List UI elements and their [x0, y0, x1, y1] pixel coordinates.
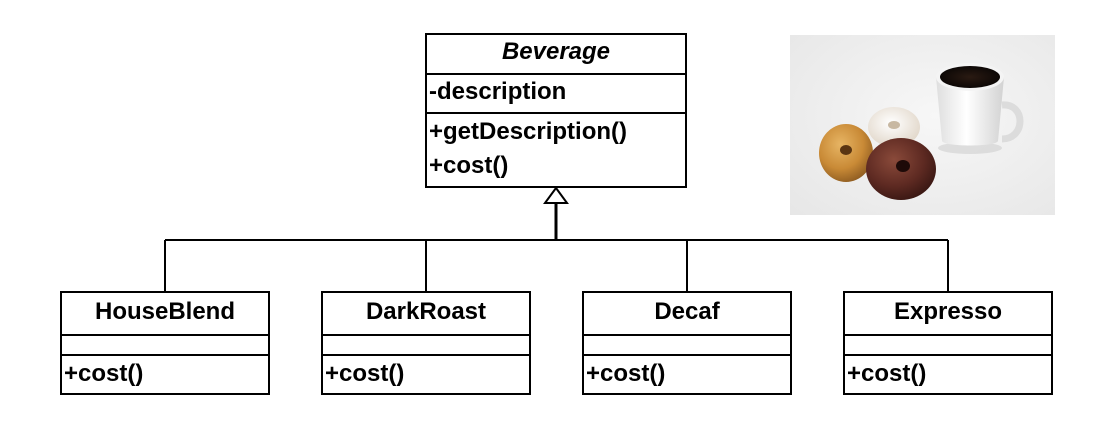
attributes-section	[323, 334, 529, 354]
class-darkroast: DarkRoast +cost()	[321, 291, 531, 395]
powdered-donut-icon	[868, 107, 920, 147]
operations-section: +cost()	[584, 354, 790, 392]
class-name-section: DarkRoast	[323, 293, 529, 334]
class-houseblend: HouseBlend +cost()	[60, 291, 270, 395]
class-decaf: Decaf +cost()	[582, 291, 792, 395]
class-name: HouseBlend	[94, 298, 235, 325]
operation-cost: +cost()	[64, 360, 144, 387]
class-name-section: Expresso	[845, 293, 1051, 334]
glazed-donut-icon	[819, 124, 873, 182]
class-name-section: Decaf	[584, 293, 790, 334]
attributes-section	[62, 334, 268, 354]
attributes-section	[584, 334, 790, 354]
operations-section: +getDescription() +cost()	[427, 112, 685, 183]
class-name-section: Beverage	[427, 35, 685, 73]
class-name-section: HouseBlend	[62, 293, 268, 334]
operations-section: +cost()	[323, 354, 529, 392]
coffee-cup-icon	[936, 63, 1024, 154]
attributes-section	[845, 334, 1051, 354]
operation-cost: +cost()	[847, 360, 927, 387]
class-name: Beverage	[501, 38, 611, 65]
operation-cost: +cost()	[586, 360, 666, 387]
operation-cost: +cost()	[325, 360, 405, 387]
class-beverage: Beverage -description +getDescription() …	[425, 33, 687, 188]
operation-get-description: +getDescription()	[429, 118, 628, 145]
attribute-description: -description	[429, 78, 567, 105]
coffee-donuts-photo	[790, 35, 1055, 215]
chocolate-donut-icon	[866, 138, 936, 200]
operation-cost: +cost()	[429, 152, 509, 179]
class-expresso: Expresso +cost()	[843, 291, 1053, 395]
class-name: Decaf	[654, 298, 720, 325]
inheritance-arrowhead	[543, 186, 569, 204]
operations-section: +cost()	[845, 354, 1051, 392]
attributes-section: -description	[427, 73, 685, 112]
class-name: DarkRoast	[365, 298, 487, 325]
class-name: Expresso	[893, 298, 1003, 325]
operations-section: +cost()	[62, 354, 268, 392]
